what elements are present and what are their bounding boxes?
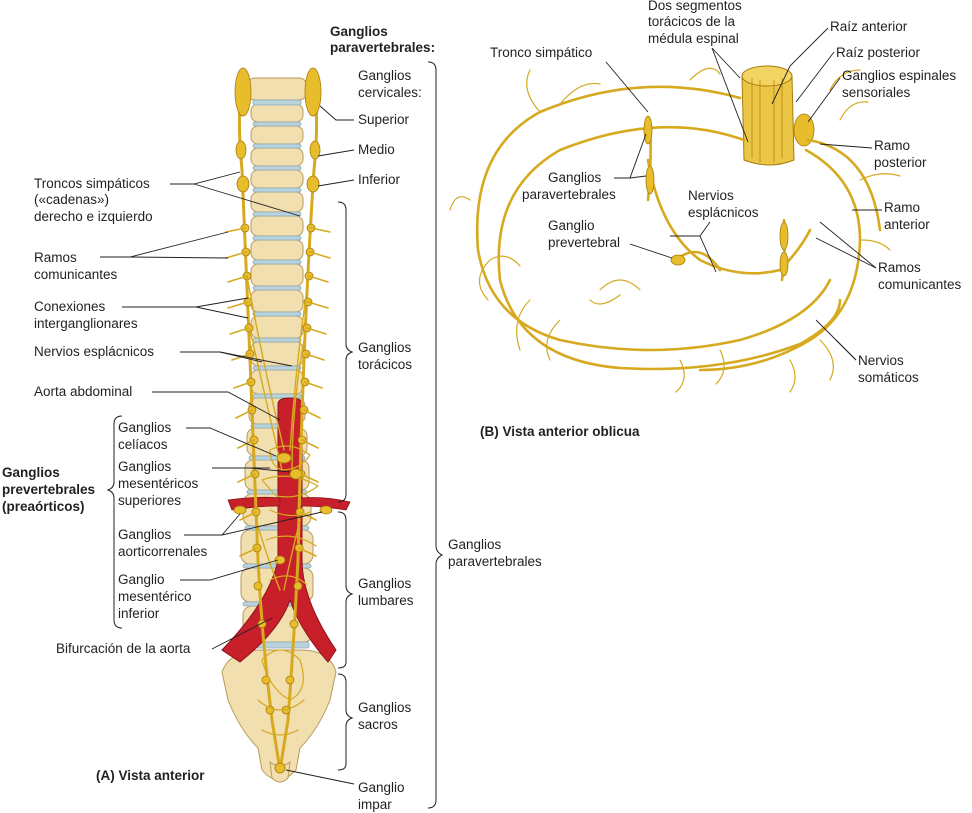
prevertebral-brace bbox=[106, 415, 123, 629]
superior-mesenteric-label-line2: mesentéricos bbox=[118, 476, 199, 491]
spinal-ganglia-label-line1: Ganglios espinales bbox=[842, 68, 956, 83]
inferior-label: Inferior bbox=[358, 172, 401, 187]
panel-b-labels: Dos segmentos torácicos de la médula esp… bbox=[480, 0, 962, 439]
prevertebral-b-label-line1: Ganglio bbox=[548, 218, 595, 233]
aortic-bifurcation-label: Bifurcación de la aorta bbox=[56, 641, 191, 656]
spinal-cord-segments bbox=[741, 65, 815, 166]
sacral-ganglia-label-line1: Ganglios bbox=[358, 700, 412, 715]
posterior-ramus-label-line2: posterior bbox=[874, 155, 927, 170]
abdominal-aorta-label: Aorta abdominal bbox=[34, 384, 132, 399]
paravertebral-label-line2: paravertebrales bbox=[448, 554, 542, 569]
superior-label: Superior bbox=[358, 112, 410, 127]
anterior-ramus-label-line1: Ramo bbox=[884, 200, 920, 215]
two-segments-label-line2: torácicos de la bbox=[648, 14, 736, 29]
inferior-mesenteric-label-line1: Ganglio bbox=[118, 572, 165, 587]
vertebral-column bbox=[221, 77, 337, 783]
trunks-label-line1: Troncos simpáticos bbox=[34, 176, 150, 191]
medio-label: Medio bbox=[358, 142, 395, 157]
celiac-label-line1: Ganglios bbox=[118, 420, 172, 435]
splanchnic-label: Nervios esplácnicos bbox=[34, 344, 154, 359]
panel-a-labels: Ganglios paravertebrales: Ganglios parav… bbox=[2, 24, 542, 812]
celiac-label-line2: celíacos bbox=[118, 437, 168, 452]
panel-b-illustration bbox=[449, 65, 901, 393]
abdominal-aorta bbox=[221, 397, 351, 663]
prevertebral-header-line1: Ganglios bbox=[2, 465, 60, 480]
anterior-root-label: Raíz anterior bbox=[830, 19, 908, 34]
thoracic-brace bbox=[337, 201, 354, 503]
impar-label-line1: Ganglio bbox=[358, 780, 405, 795]
panel-b-caption: (B) Vista anterior oblicua bbox=[480, 424, 640, 439]
inferior-mesenteric-label-line3: inferior bbox=[118, 606, 160, 621]
lumbar-ganglia-label-line2: lumbares bbox=[358, 593, 414, 608]
paravertebral-b-label-line2: paravertebrales bbox=[522, 187, 616, 202]
aorticorenal-label-line2: aorticorrenales bbox=[118, 544, 208, 559]
superior-mesenteric-label-line3: superiores bbox=[118, 493, 181, 508]
paravertebral-brace bbox=[427, 61, 444, 809]
paravertebral-header-line2: paravertebrales: bbox=[330, 40, 435, 55]
somatic-nerves-label-line2: somáticos bbox=[858, 370, 919, 385]
sympathetic-trunks bbox=[225, 67, 333, 774]
thoracic-ganglia-label-line2: torácicos bbox=[358, 357, 412, 372]
rami-label-line1: Ramos bbox=[34, 250, 77, 265]
rami-label-line2: comunicantes bbox=[34, 267, 118, 282]
spinal-ganglia-label-line2: sensoriales bbox=[842, 85, 911, 100]
sacral-brace bbox=[337, 673, 354, 771]
posterior-ramus-label-line1: Ramo bbox=[874, 138, 910, 153]
two-segments-label-line3: médula espinal bbox=[648, 31, 739, 46]
two-segments-label-line1: Dos segmentos bbox=[648, 0, 742, 13]
prevertebral-b-label-line2: prevertebral bbox=[548, 235, 620, 250]
panel-a-illustration bbox=[221, 67, 351, 783]
aorticorenal-label-line1: Ganglios bbox=[118, 527, 172, 542]
inferior-mesenteric-label-line2: mesentérico bbox=[118, 589, 192, 604]
paravertebral-header-line1: Ganglios bbox=[330, 24, 388, 39]
splanchnic-b-label-line1: Nervios bbox=[688, 188, 734, 203]
sacral-ganglia-label-line2: sacros bbox=[358, 717, 398, 732]
prevertebral-header-line2: prevertebrales bbox=[2, 482, 95, 497]
panel-a-caption: (A) Vista anterior bbox=[96, 768, 205, 783]
paravertebral-label-line1: Ganglios bbox=[448, 537, 502, 552]
connections-label-line1: Conexiones bbox=[34, 299, 106, 314]
impar-label-line2: impar bbox=[358, 797, 392, 812]
communicating-rami-label-line1: Ramos bbox=[878, 260, 921, 275]
trunks-label-line2: («cadenas») bbox=[34, 192, 109, 207]
lumbar-brace bbox=[337, 511, 354, 669]
paravertebral-b-label-line1: Ganglios bbox=[548, 170, 602, 185]
superior-mesenteric-label-line1: Ganglios bbox=[118, 459, 172, 474]
lumbar-ganglia-label-line1: Ganglios bbox=[358, 576, 412, 591]
anterior-ramus-label-line2: anterior bbox=[884, 217, 930, 232]
communicating-rami-label-line2: comunicantes bbox=[878, 277, 962, 292]
sympathetic-trunk-label: Tronco simpático bbox=[490, 45, 592, 60]
prevertebral-header-line3: (preaórticos) bbox=[2, 499, 85, 514]
cervical-ganglia-label-line2: cervicales: bbox=[358, 85, 422, 100]
splanchnic-b-label-line2: esplácnicos bbox=[688, 205, 759, 220]
cervical-ganglia-label-line1: Ganglios bbox=[358, 68, 412, 83]
thoracic-ganglia-label-line1: Ganglios bbox=[358, 340, 412, 355]
trunks-label-line3: derecho e izquierdo bbox=[34, 209, 153, 224]
posterior-root-label: Raíz posterior bbox=[836, 45, 921, 60]
somatic-nerves-label-line1: Nervios bbox=[858, 353, 904, 368]
connections-label-line2: interganglionares bbox=[34, 316, 138, 331]
